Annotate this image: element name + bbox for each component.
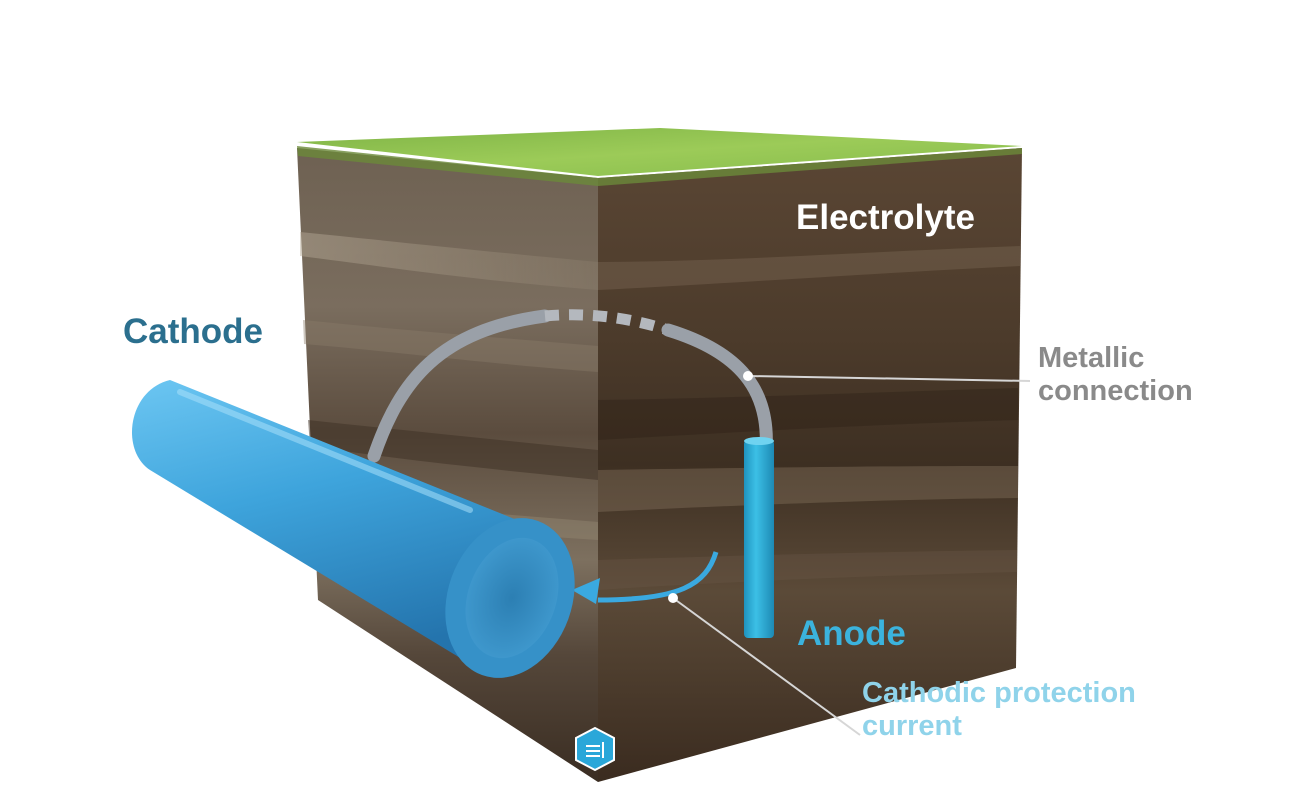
current-arrow: [597, 551, 719, 603]
soil-strata-right: [598, 246, 1020, 590]
metallic-wire-left: [367, 309, 552, 463]
cathodic-protection-current-label: Cathodic protection current: [862, 677, 1136, 744]
metallic-connection-label: Metallic connection: [1038, 342, 1193, 409]
metallic-leader-dot: [743, 371, 753, 381]
anode-rod: [744, 440, 774, 638]
metallic-connection-line1: Metallic: [1038, 342, 1145, 374]
metallic-connection-line2: connection: [1038, 375, 1193, 408]
logo-hexagon-icon: [575, 726, 615, 772]
current-leader-line: [672, 597, 861, 736]
grass-top: [297, 128, 1022, 176]
pipe-end-inner: [465, 537, 559, 659]
pipe-cathode: [131, 380, 575, 678]
metallic-leader-line: [747, 375, 1031, 382]
anode-label: Anode: [797, 614, 906, 653]
current-label-line2: current: [862, 710, 962, 743]
cathode-label: Cathode: [123, 312, 263, 351]
current-label-line1: Cathodic protection: [862, 677, 1136, 709]
current-leader-dot: [668, 593, 678, 603]
current-arrow-head: [572, 578, 600, 604]
soil-right-face: [598, 148, 1022, 782]
electrolyte-label: Electrolyte: [796, 198, 975, 237]
